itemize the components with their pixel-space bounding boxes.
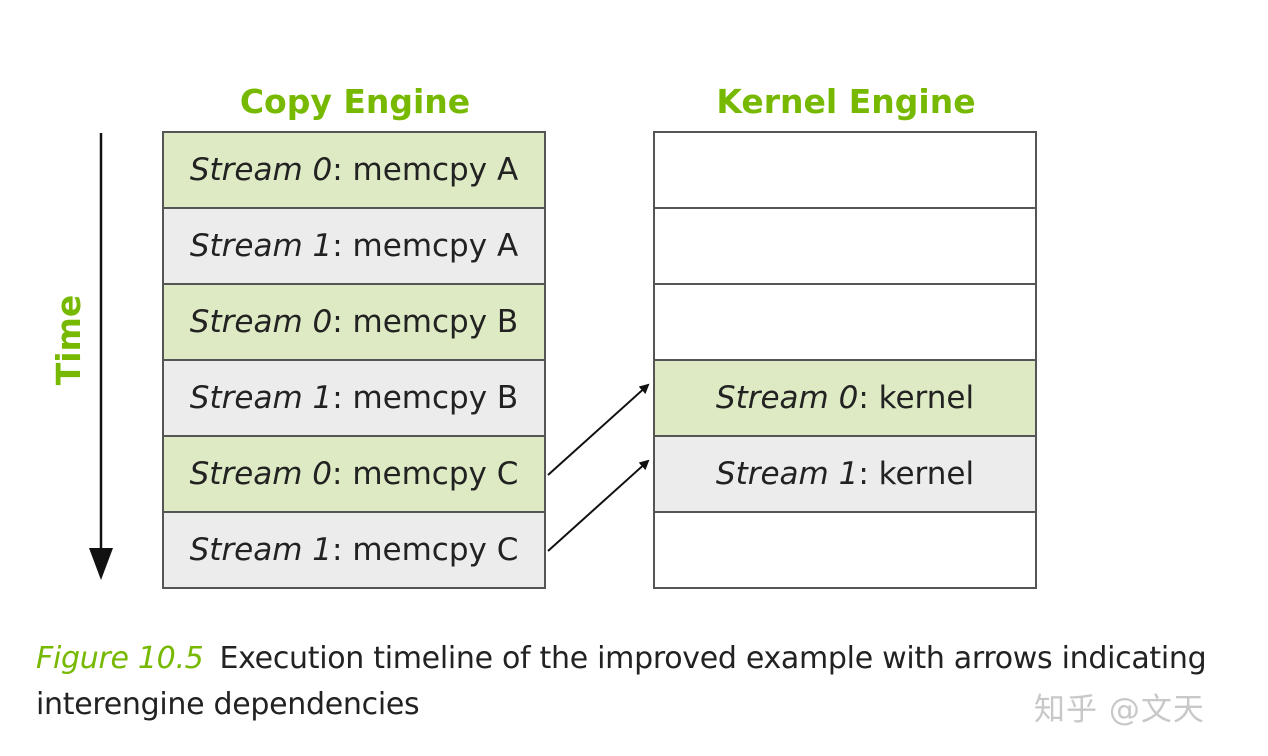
dependency-arrows (547, 383, 650, 552)
kernel-engine-row: Stream 0: kernel (655, 361, 1035, 437)
operation-label: : kernel (858, 380, 975, 416)
kernel-engine-row (655, 209, 1035, 285)
figure-number: Figure 10.5 (36, 641, 204, 676)
operation-label: : memcpy B (332, 304, 519, 340)
kernel-engine-row (655, 133, 1035, 209)
operation-label: : memcpy A (332, 152, 519, 188)
kernel-engine-row: Stream 1: kernel (655, 437, 1035, 513)
copy-engine-title: Copy Engine (239, 82, 471, 121)
operation-label: : memcpy A (332, 228, 519, 264)
copy-engine-column: Stream 0: memcpy A Stream 1: memcpy A St… (162, 131, 546, 589)
copy-engine-row: Stream 0: memcpy B (164, 285, 544, 361)
operation-label: : memcpy B (332, 380, 519, 416)
stream-label: Stream 0 (189, 152, 333, 188)
operation-label: : memcpy C (332, 456, 519, 492)
dependency-arrow (547, 383, 650, 476)
copy-engine-row: Stream 1: memcpy C (164, 513, 544, 587)
dependency-arrow (547, 459, 650, 552)
operation-label: : memcpy C (332, 532, 519, 568)
stream-label: Stream 0 (189, 304, 333, 340)
stream-label: Stream 0 (715, 380, 859, 416)
stream-label: Stream 1 (189, 532, 333, 568)
stream-label: Stream 1 (189, 380, 333, 416)
stream-label: Stream 1 (715, 456, 859, 492)
kernel-engine-title: Kernel Engine (716, 82, 976, 121)
stream-label: Stream 1 (189, 228, 333, 264)
stream-label: Stream 0 (189, 456, 333, 492)
kernel-engine-column: Stream 0: kernel Stream 1: kernel (653, 131, 1037, 589)
watermark: 知乎 @文天 (1034, 692, 1205, 728)
kernel-engine-row (655, 285, 1035, 361)
copy-engine-row: Stream 1: memcpy B (164, 361, 544, 437)
caption-text: Execution timeline of the improved examp… (36, 641, 1207, 722)
time-axis-label: Time (48, 294, 88, 386)
copy-engine-row: Stream 0: memcpy A (164, 133, 544, 209)
kernel-engine-row (655, 513, 1035, 587)
operation-label: : kernel (858, 456, 975, 492)
copy-engine-row: Stream 0: memcpy C (164, 437, 544, 513)
copy-engine-row: Stream 1: memcpy A (164, 209, 544, 285)
